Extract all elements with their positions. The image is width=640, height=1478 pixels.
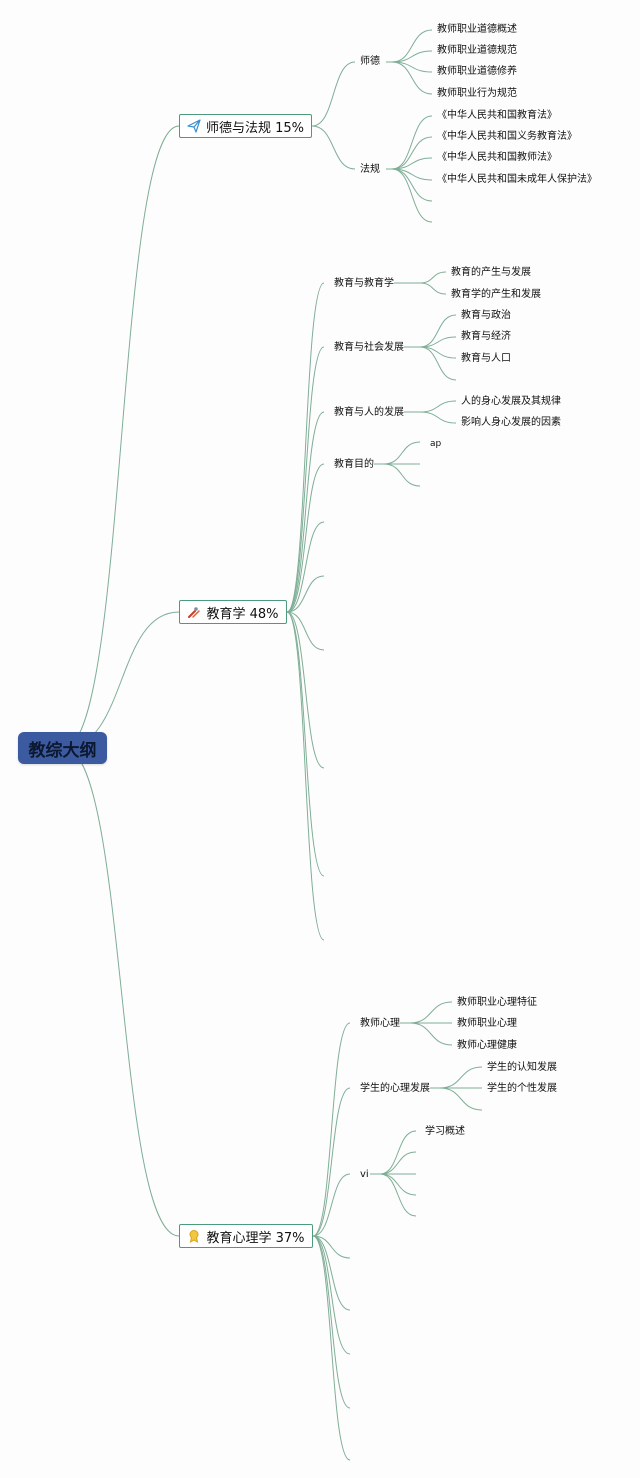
- sub-to-leaf-connector: [391, 50, 433, 63]
- leaf-topic[interactable]: 《中华人民共和国义务教育法》: [437, 131, 577, 142]
- sub-to-leaf-connector: [419, 346, 457, 381]
- sub-topic[interactable]: vi: [360, 1169, 369, 1180]
- sub-to-leaf-connector: [391, 157, 433, 170]
- sub-to-leaf-connector: [419, 314, 457, 348]
- leaf-topic[interactable]: 人的身心发展及其规律: [461, 396, 561, 407]
- branch-to-sub-connector: [312, 1235, 351, 1355]
- branch-educational-psychology[interactable]: 教育心理学 37%: [179, 1224, 313, 1248]
- leaf-topic[interactable]: 教师职业道德规范: [437, 45, 517, 56]
- branch-to-sub-connector: [312, 1235, 351, 1409]
- sub-to-leaf-connector: [391, 168, 433, 223]
- branch-ethics-law[interactable]: 师德与法规 15%: [179, 114, 312, 138]
- leaf-topic[interactable]: 教师职业行为规范: [437, 88, 517, 99]
- sub-to-leaf-connector: [383, 463, 421, 487]
- sub-topic[interactable]: 教师心理: [360, 1018, 400, 1029]
- sub-topic[interactable]: 师德: [360, 56, 380, 67]
- sub-to-leaf-connector: [379, 1173, 417, 1217]
- sub-topic[interactable]: 教育与教育学: [334, 278, 394, 289]
- sub-to-leaf-connector: [419, 411, 457, 424]
- branch-pedagogy[interactable]: 教育学 48%: [179, 600, 287, 624]
- branch-to-sub-connector: [312, 1087, 351, 1237]
- sub-topic[interactable]: 教育目的: [334, 459, 374, 470]
- leaf-topic[interactable]: 教师心理健康: [457, 1040, 517, 1051]
- sub-topic[interactable]: 教育与社会发展: [334, 342, 404, 353]
- leaf-topic[interactable]: 《中华人民共和国未成年人保护法》: [437, 174, 597, 185]
- branch-to-sub-connector: [286, 575, 325, 613]
- sub-to-leaf-connector: [419, 336, 457, 348]
- leaf-topic[interactable]: ap: [430, 439, 442, 449]
- leaf-topic[interactable]: 教育学的产生和发展: [451, 289, 541, 300]
- leaf-topic[interactable]: 教师职业道德修养: [437, 66, 517, 77]
- branch-to-sub-connector: [312, 1235, 351, 1311]
- sub-topic[interactable]: 教育与人的发展: [334, 407, 404, 418]
- mindmap-root[interactable]: 教综大纲: [18, 732, 107, 764]
- branch-to-sub-connector: [286, 611, 325, 941]
- leaf-topic[interactable]: 教师职业道德概述: [437, 24, 517, 35]
- branch-to-sub-connector: [286, 611, 325, 769]
- branch-to-sub-connector: [312, 1022, 351, 1237]
- paper-plane-icon: [187, 119, 201, 133]
- leaf-topic[interactable]: 教育与政治: [461, 310, 511, 321]
- sub-to-leaf-connector: [409, 1001, 453, 1024]
- leaf-topic[interactable]: 教师职业心理特征: [457, 997, 537, 1008]
- sub-to-leaf-connector: [419, 346, 457, 359]
- sub-to-leaf-connector: [391, 115, 433, 170]
- leaf-topic[interactable]: 教师职业心理: [457, 1018, 517, 1029]
- sub-to-leaf-connector: [419, 271, 447, 284]
- sub-to-leaf-connector: [439, 1087, 483, 1111]
- sub-to-leaf-connector: [409, 1022, 453, 1046]
- sub-to-leaf-connector: [379, 1130, 417, 1175]
- branch-label: 教育心理学 37%: [206, 1230, 305, 1246]
- leaf-topic[interactable]: 教育与经济: [461, 331, 511, 342]
- sub-to-leaf-connector: [419, 282, 447, 295]
- sub-to-leaf-connector: [379, 1173, 417, 1196]
- root-to-branch-connector: [63, 747, 180, 1237]
- root-to-branch-connector: [63, 125, 180, 749]
- sub-to-leaf-connector: [391, 136, 433, 170]
- branch-to-sub-connector: [286, 282, 325, 613]
- branch-to-sub-connector: [312, 1235, 351, 1461]
- leaf-topic[interactable]: 学生的认知发展: [487, 1062, 557, 1073]
- sub-to-leaf-connector: [391, 61, 433, 73]
- branch-to-sub-connector: [286, 611, 325, 877]
- sub-to-leaf-connector: [419, 400, 457, 413]
- award-ribbon-icon: [187, 1229, 201, 1243]
- leaf-topic[interactable]: 学生的个性发展: [487, 1083, 557, 1094]
- sub-to-leaf-connector: [379, 1151, 417, 1175]
- leaf-topic[interactable]: 影响人身心发展的因素: [461, 417, 561, 428]
- leaf-topic[interactable]: 教育与人口: [461, 353, 511, 364]
- leaf-topic[interactable]: 《中华人民共和国教育法》: [437, 110, 557, 121]
- sub-to-leaf-connector: [391, 29, 433, 63]
- leaf-topic[interactable]: 学习概述: [425, 1126, 465, 1137]
- branch-to-sub-connector: [286, 463, 325, 613]
- root-to-branch-connector: [63, 611, 180, 749]
- branch-to-sub-connector: [286, 611, 325, 651]
- leaf-topic[interactable]: 《中华人民共和国教师法》: [437, 152, 557, 163]
- tools-icon: [187, 605, 201, 619]
- branch-to-sub-connector: [312, 1235, 351, 1259]
- branch-to-sub-connector: [286, 521, 325, 613]
- branch-to-sub-connector: [286, 346, 325, 613]
- branch-to-sub-connector: [311, 61, 356, 127]
- leaf-topic[interactable]: 教育的产生与发展: [451, 267, 531, 278]
- sub-topic[interactable]: 学生的心理发展: [360, 1083, 430, 1094]
- branch-label: 教育学 48%: [206, 606, 279, 622]
- branch-to-sub-connector: [286, 411, 325, 613]
- sub-topic[interactable]: 法规: [360, 164, 380, 175]
- branch-label: 师德与法规 15%: [205, 120, 305, 136]
- branch-to-sub-connector: [311, 125, 356, 170]
- branch-to-sub-connector: [312, 1173, 351, 1237]
- sub-to-leaf-connector: [383, 441, 421, 465]
- sub-to-leaf-connector: [439, 1066, 483, 1089]
- sub-to-leaf-connector: [391, 61, 433, 95]
